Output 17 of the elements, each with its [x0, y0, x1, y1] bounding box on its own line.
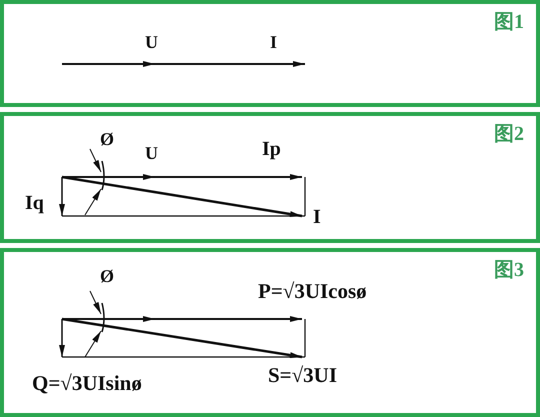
figure-panel: [0, 248, 540, 417]
figure-number: 图2: [494, 124, 524, 144]
formula-label: S=√3UI: [268, 365, 338, 386]
figure-number: 图3: [494, 260, 524, 280]
figure-number: 图1: [494, 12, 524, 32]
vector-label: Ip: [262, 139, 281, 159]
vector-label: I: [313, 207, 321, 227]
figure-panel: [0, 112, 540, 243]
vector-label: Iq: [25, 193, 44, 213]
vector-label: U: [145, 144, 158, 162]
vector-label: I: [270, 33, 278, 51]
formula-label: P=√3UIcosø: [258, 281, 367, 302]
figure-panel: [0, 0, 540, 107]
vector-label: U: [145, 33, 158, 51]
angle-symbol: Ø: [100, 130, 114, 148]
angle-symbol: Ø: [100, 267, 114, 285]
formula-label: Q=√3UIsinø: [32, 373, 142, 394]
